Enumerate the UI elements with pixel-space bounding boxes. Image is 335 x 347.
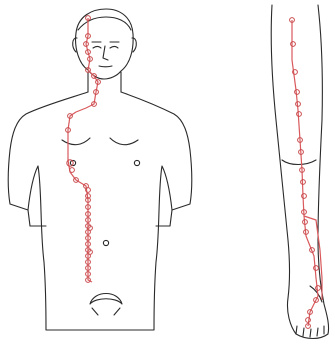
torso-figure [8, 9, 192, 330]
leg-acupoints [290, 18, 321, 329]
head-outline [76, 9, 134, 79]
leg-acupoint-17 [316, 286, 321, 291]
leg-acupoint-11 [302, 194, 307, 199]
leg-meridian-branch-line [304, 216, 322, 300]
left-eye-outline [92, 42, 101, 48]
navel-outline [103, 240, 108, 245]
right-nipple-outline [134, 160, 139, 165]
leg-meridian [290, 18, 322, 329]
right-eye-outline [110, 42, 119, 48]
torso-acupoints [66, 16, 101, 283]
leg-meridian-line [292, 20, 318, 326]
torso-meridian [66, 16, 101, 283]
torso-meridian-line [68, 18, 98, 282]
torso-acupoint-14 [70, 168, 75, 173]
leg-acupoint-6 [297, 112, 302, 117]
chest-outline [62, 138, 138, 145]
leg-acupoint-2 [291, 42, 296, 47]
left-arm-inner-outline [28, 210, 46, 226]
nose-outline [103, 46, 108, 60]
mouth-outline [99, 66, 112, 67]
leg-acupoint-20 [306, 318, 311, 323]
leg-acupoint-16 [314, 266, 319, 271]
leg-acupoint-4 [295, 90, 300, 95]
groin-outline [90, 294, 122, 316]
knee-outline [282, 160, 316, 165]
